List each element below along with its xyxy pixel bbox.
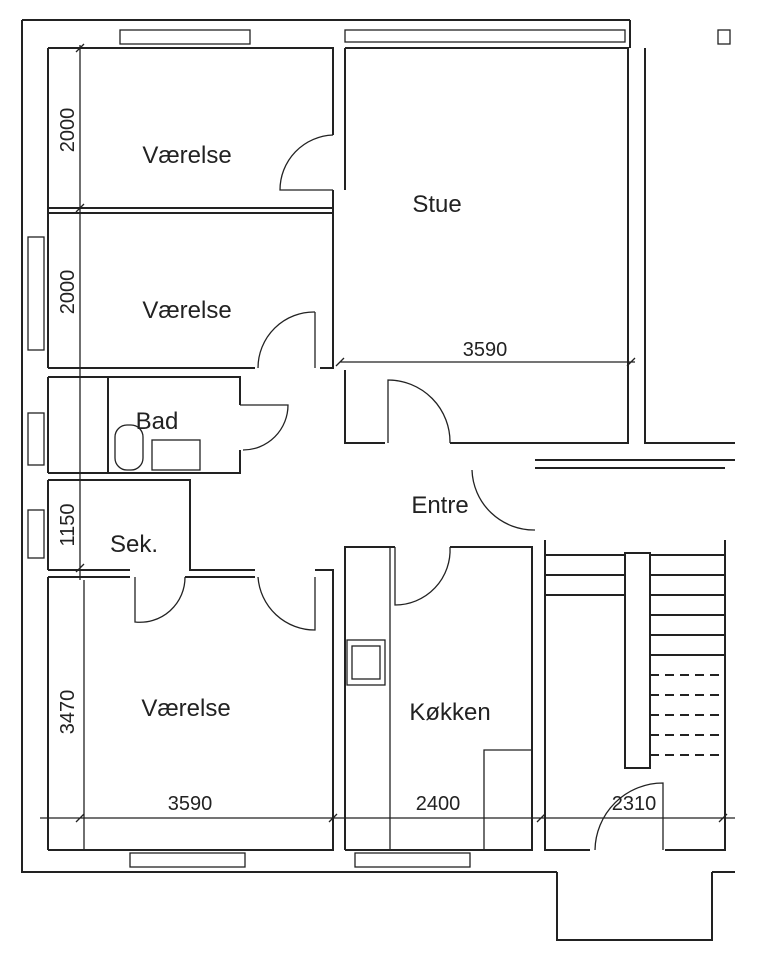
- room-label: Værelse: [142, 142, 231, 169]
- dimension-label: 3590: [168, 793, 213, 815]
- toilet-icon: [114, 424, 144, 471]
- room-label: Køkken: [409, 699, 490, 726]
- walls: [21, 19, 735, 941]
- windows: [27, 29, 731, 868]
- dimension-labels: 2000 2000 3590 1150 3470 3590 2400 2310: [57, 108, 656, 815]
- room-labels: Værelse Stue Værelse Bad Sek. Entre Være…: [110, 142, 491, 726]
- dimension-label: 3590: [463, 339, 508, 361]
- room-label: Stue: [412, 191, 461, 218]
- room-label: Værelse: [142, 297, 231, 324]
- sink-icon: [151, 439, 201, 471]
- dimension-label: 2310: [612, 793, 657, 815]
- dimension-label: 2000: [57, 108, 79, 153]
- dimension-label: 2400: [416, 793, 461, 815]
- kitchen-sink-icon: [346, 639, 386, 686]
- dimension-label: 3470: [57, 690, 79, 735]
- staircase: [545, 552, 725, 769]
- room-label: Bad: [136, 408, 179, 435]
- fixtures: [114, 424, 386, 686]
- dimension-lines: [40, 43, 735, 850]
- room-label: Sek.: [110, 531, 158, 558]
- doors: [134, 134, 664, 851]
- room-label: Entre: [411, 492, 468, 519]
- dimension-label: 1150: [57, 503, 79, 546]
- dimension-label: 2000: [57, 270, 79, 315]
- room-label: Værelse: [141, 695, 230, 722]
